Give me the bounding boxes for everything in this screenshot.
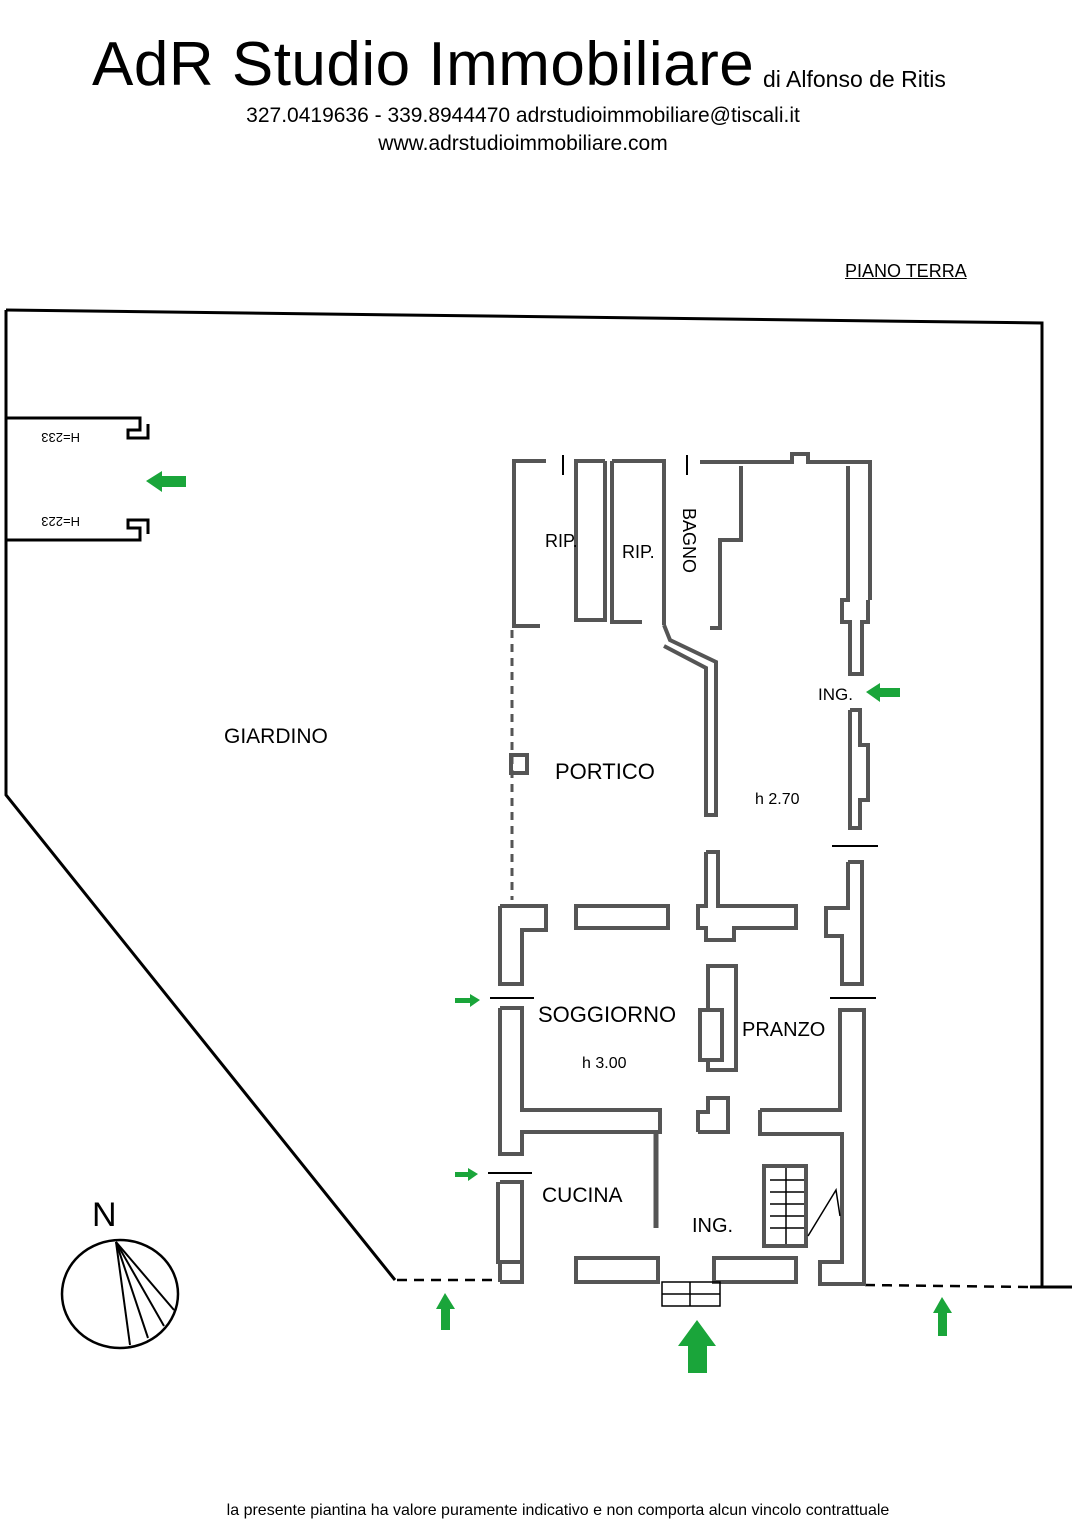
height-upper: h 2.70 <box>755 791 800 808</box>
website-link[interactable]: www.adrstudioimmobiliare.com <box>378 132 668 155</box>
room-rip-1: RIP. <box>545 531 578 551</box>
room-pranzo: PRANZO <box>742 1019 825 1041</box>
room-rip-2: RIP. <box>622 542 655 562</box>
area-giardino: GIARDINO <box>224 725 328 748</box>
room-cucina: CUCINA <box>542 1184 623 1207</box>
compass <box>60 1238 180 1350</box>
arrow-left-icon <box>866 683 900 702</box>
garage-walls <box>6 416 150 542</box>
access-arrows <box>146 471 952 1373</box>
property-boundary-dashed <box>397 1278 1031 1289</box>
garage-height-2: H=223 <box>41 514 80 529</box>
thresholds <box>488 455 878 1174</box>
room-ing-side: ING. <box>818 685 853 704</box>
room-soggiorno: SOGGIORNO <box>538 1002 676 1027</box>
agency-owner: di Alfonso de Ritis <box>763 66 946 92</box>
agency-title: AdR Studio Immobiliare <box>92 30 755 99</box>
stairs <box>770 1168 841 1244</box>
room-ing-main: ING. <box>692 1215 733 1237</box>
property-boundary <box>4 308 1072 1289</box>
arrow-left-icon <box>146 471 186 492</box>
disclaimer: la presente piantina ha valore puramente… <box>226 1502 890 1519</box>
arrow-up-icon <box>678 1320 716 1373</box>
garage-height-labels: H=233 H=223 <box>41 430 80 529</box>
room-portico: PORTICO <box>555 759 655 784</box>
garage-height-1: H=233 <box>41 430 80 445</box>
arrow-up-icon <box>436 1293 455 1330</box>
contact-line: 327.0419636 - 339.8944470 adrstudioimmob… <box>246 104 800 127</box>
entrance-steps <box>661 1281 721 1307</box>
compass-north-label: N <box>92 1196 117 1234</box>
arrow-up-icon <box>933 1297 952 1336</box>
room-bagno: BAGNO <box>679 508 699 573</box>
floor-name: PIANO TERRA <box>845 261 967 281</box>
height-lower: h 3.00 <box>582 1055 627 1072</box>
arrow-right-icon <box>455 994 480 1007</box>
building-walls <box>496 452 872 1286</box>
arrow-right-icon <box>455 1168 478 1181</box>
room-labels: RIP. RIP. BAGNO ING. PORTICO h 2.70 GIAR… <box>224 508 853 1237</box>
